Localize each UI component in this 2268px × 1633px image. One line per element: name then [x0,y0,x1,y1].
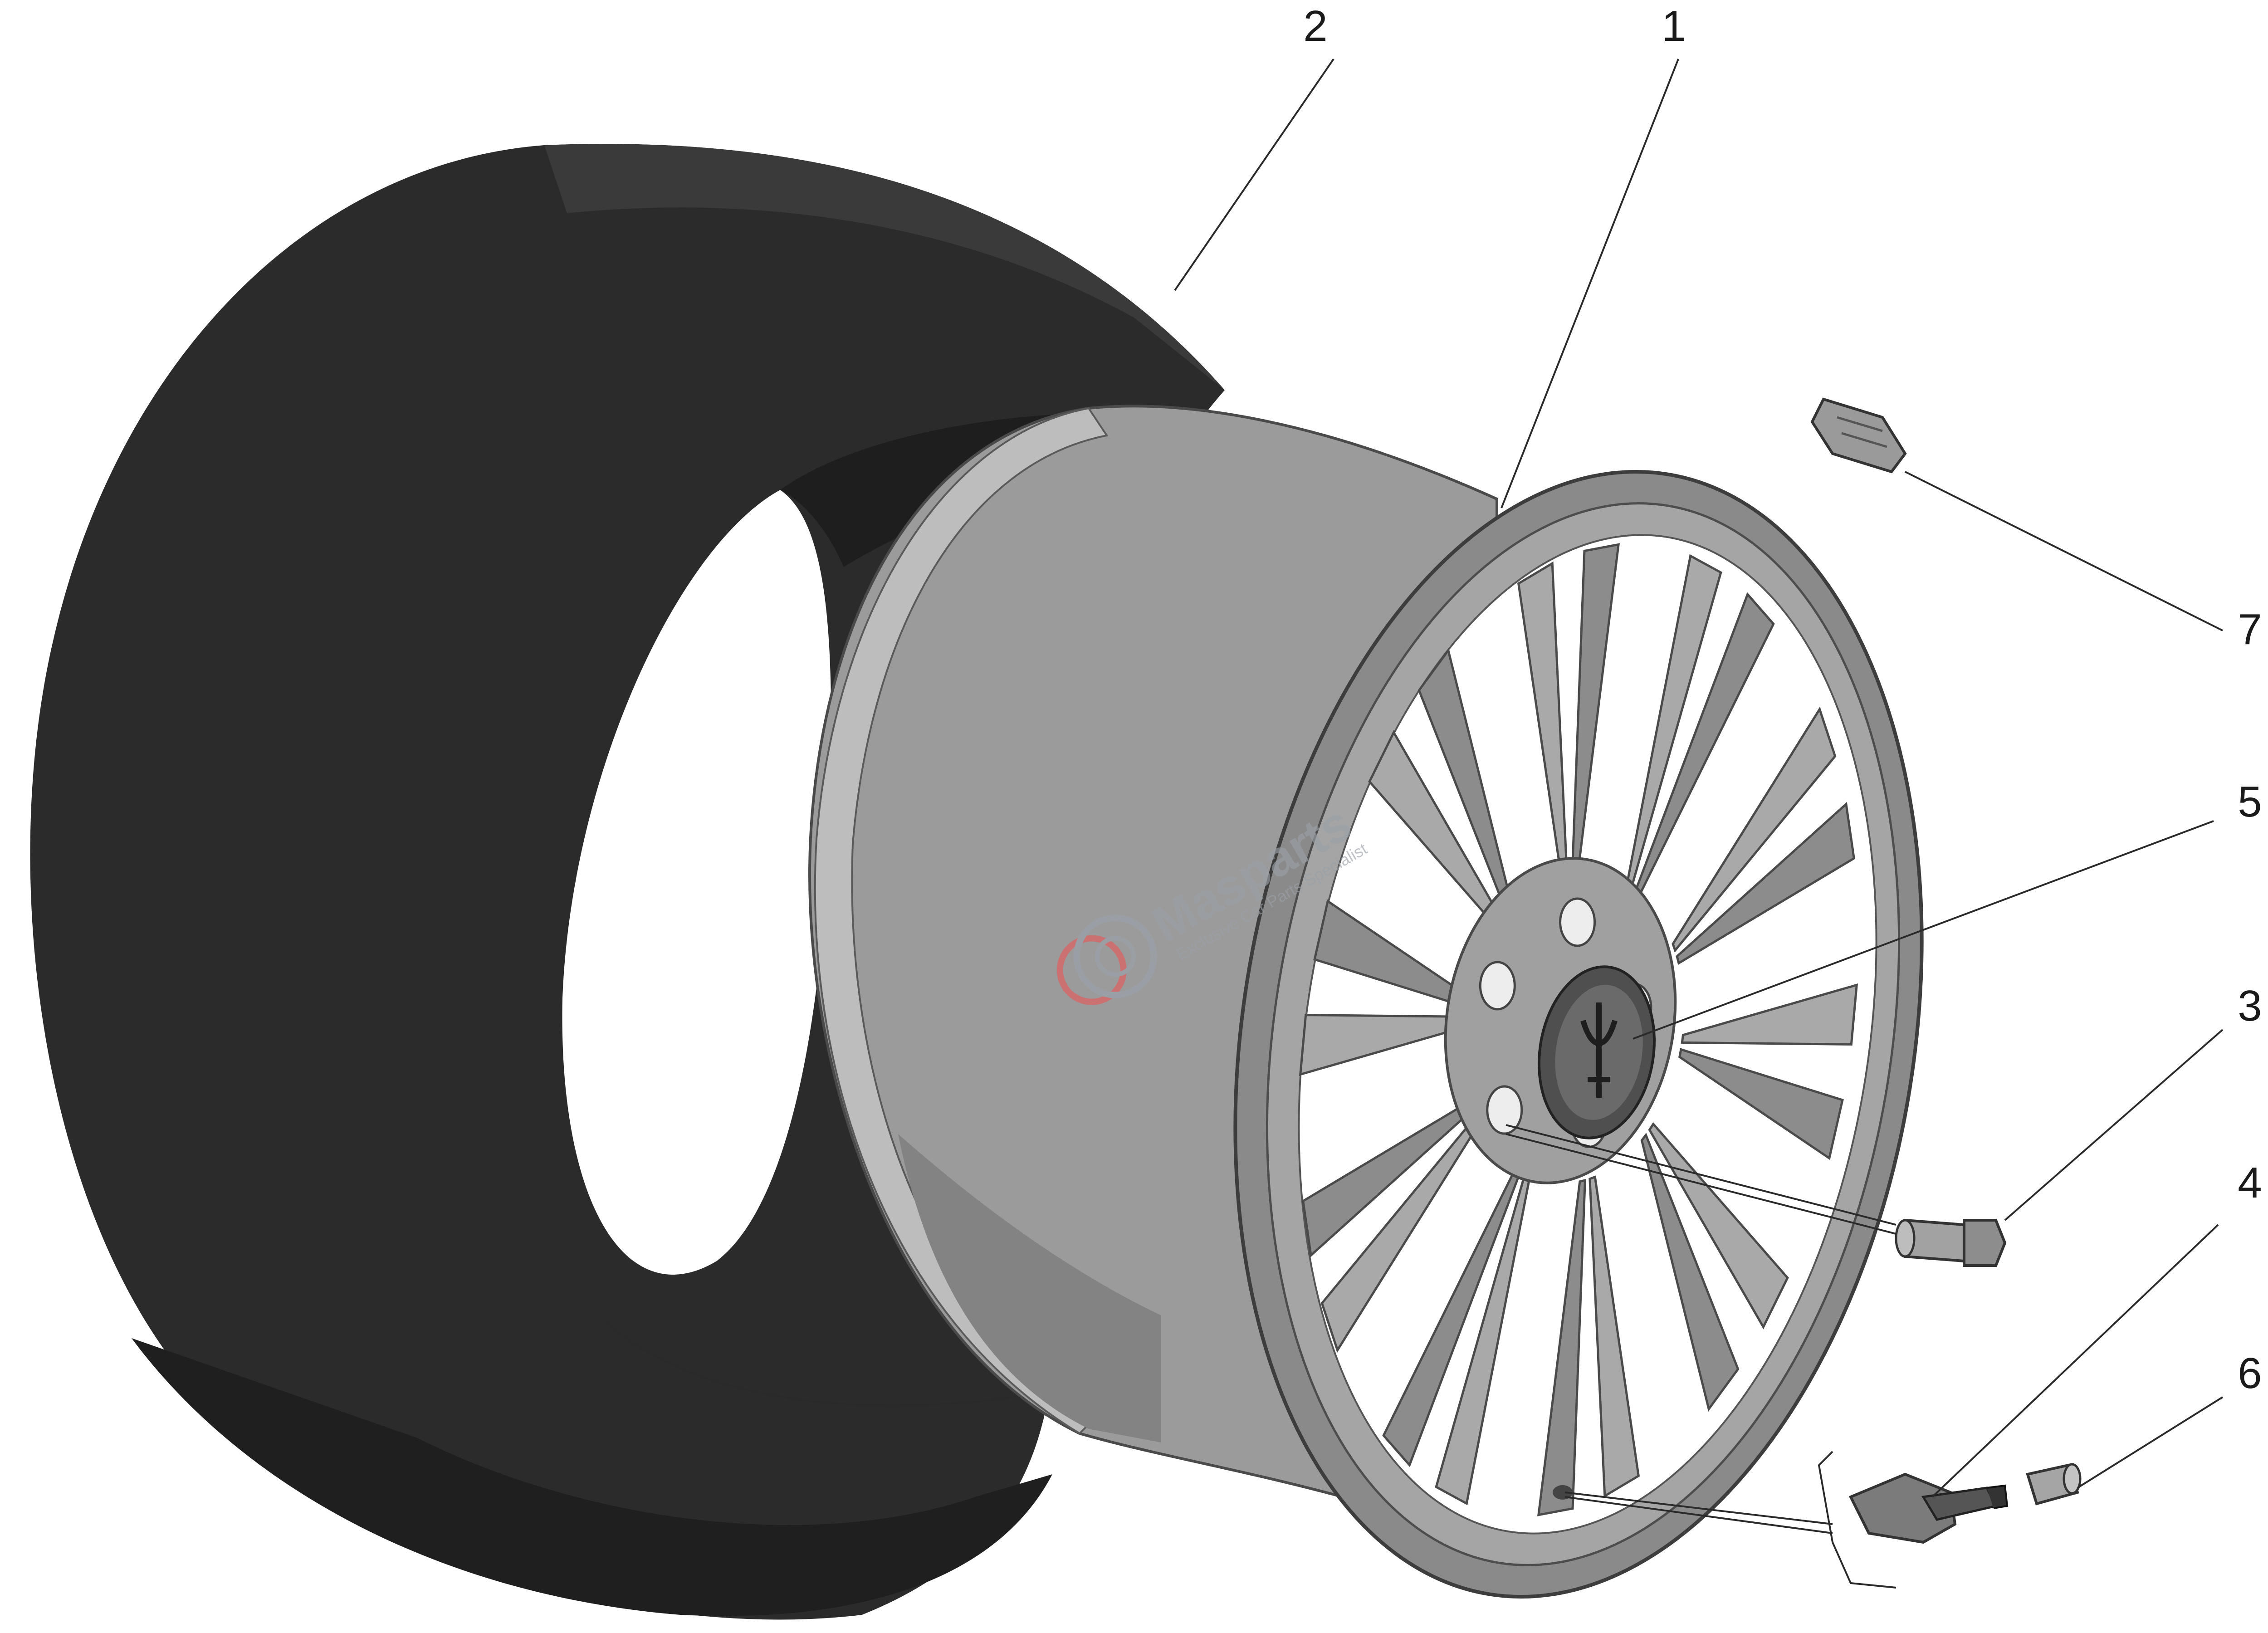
rim-valve-hole [1553,1485,1573,1500]
leader-1 [1501,59,1679,508]
rim-spoke [1537,1178,1587,1516]
leader-3 [2004,1029,2224,1221]
callout-2: 2 [1303,2,1327,50]
bolt-hole [1479,961,1516,1011]
balance-weight [1810,397,1907,474]
callout-leaders [1174,58,2224,1589]
bolt-guide-line [1505,1124,1897,1226]
valve-guide-line [1564,1491,1833,1525]
rim-spoke [1640,1133,1740,1412]
wheel-bolt [1895,1218,2007,1267]
tyre-lower-face [132,1338,1052,1616]
bolt-hole [1559,897,1596,947]
tyre-tread-highlight [544,144,1225,390]
rim-spoke [1672,706,1837,953]
leader-4 [1931,1224,2219,1498]
callout-7: 7 [2238,605,2262,654]
leader-7 [1905,471,2223,631]
rim-inner-lip [814,407,1109,1435]
centre-cap [1538,965,1656,1139]
rim-spokes [1299,543,1858,1516]
rim-spoke [1676,802,1855,965]
rim-spoke [1681,983,1858,1046]
leader-5 [1633,820,2214,1040]
rim [808,405,1924,1599]
tyre-inner-opening [562,490,831,1275]
bolt-guide-line-2 [1505,1133,1897,1235]
leader-2 [1174,58,1334,291]
tpms-valve-sensor [1848,1472,2009,1544]
rim-spoke [1648,1122,1789,1330]
callout-5: 5 [2238,777,2262,826]
rim-barrel-shade [898,1134,1161,1442]
callout-labels: 2 1 7 5 3 4 6 [1303,2,2262,1398]
callout-6: 6 [2238,1349,2262,1398]
valve-bracket [1818,1451,1897,1589]
valve-cap [2026,1463,2082,1506]
callout-4: 4 [2238,1159,2262,1207]
callout-1: 1 [1662,2,1686,50]
callout-3: 3 [2238,982,2262,1030]
trident-emblem-icon [1580,1002,1618,1098]
rim-spoke [1589,1175,1640,1498]
watermark-logo-icon [1056,914,1157,1005]
rim-spoke [1678,1048,1844,1160]
wheel-face [1233,469,1924,1599]
valve-guide-line-2 [1564,1496,1833,1534]
bolt-hole [1486,1085,1523,1135]
leader-6 [2077,1396,2224,1489]
